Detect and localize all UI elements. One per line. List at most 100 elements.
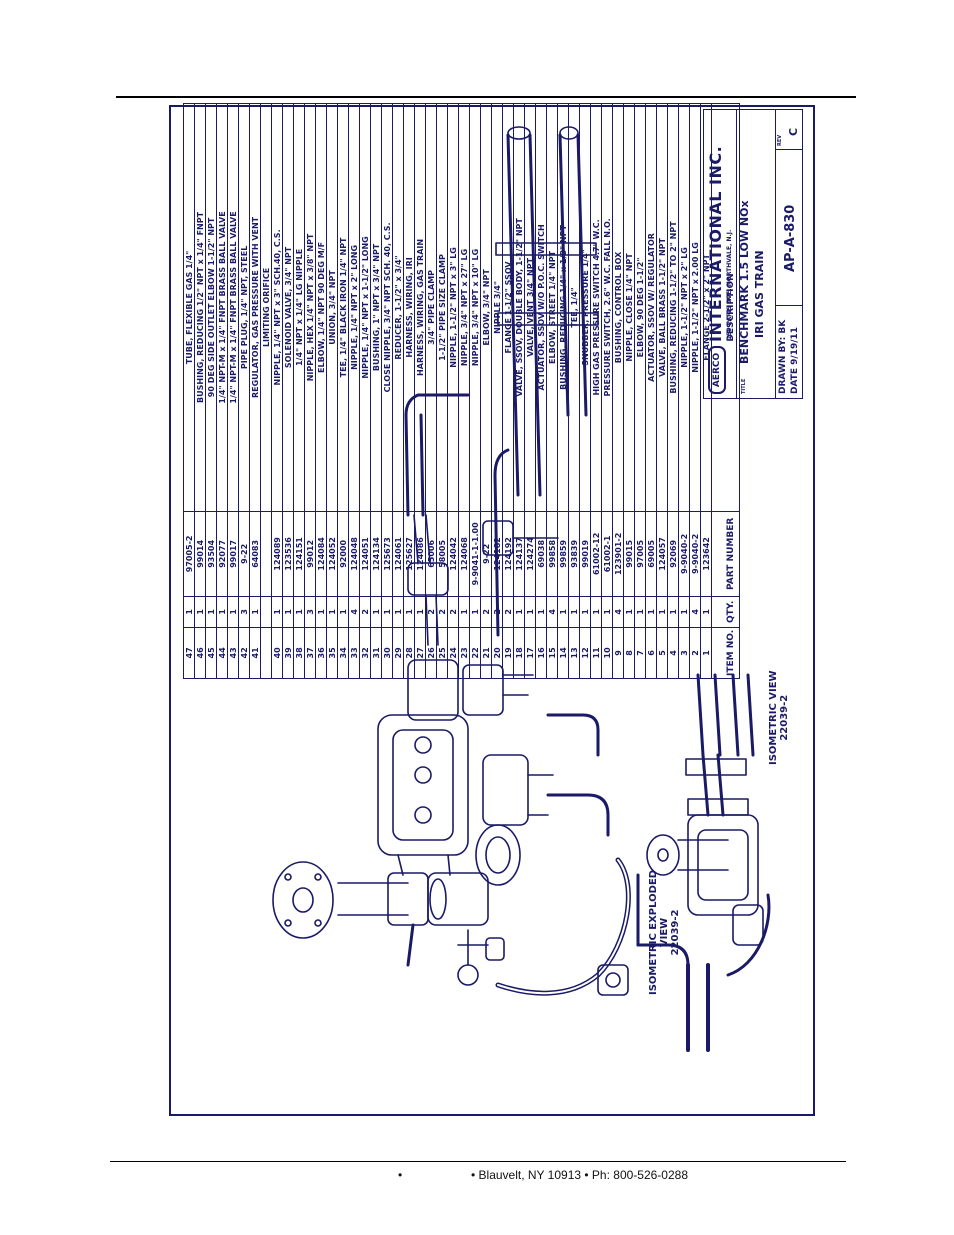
item-number-header: ITEM NO.	[711, 627, 740, 679]
description-cell: NIPPLE, 1-1/2" NPT x 2.00 LG	[689, 103, 701, 512]
isometric-view-label-line2: 22039-2	[779, 694, 790, 741]
item-number-cell: 39	[282, 627, 294, 679]
item-number-cell: 2	[689, 627, 701, 679]
part-number-cell: 97005	[634, 511, 646, 597]
quantity-cell: 4	[689, 596, 701, 628]
part-number-cell: 124151	[293, 511, 305, 597]
description-cell: SOLENOID VALVE, 3/4" NPT	[282, 103, 294, 512]
item-number-cell: 34	[337, 627, 349, 679]
quantity-cell: 4	[546, 596, 558, 628]
description-cell: HIGH GAS PRESSURE SWITCH 4.7" W.C.	[590, 103, 602, 512]
description-cell: ELBOW, STREET 1/4" NPT	[546, 103, 558, 512]
item-number-cell: 26	[425, 627, 437, 679]
description-cell: 90 DEG SIDE OUTLET ELBOW 1-1/2" NPT	[205, 103, 217, 512]
quantity-cell: 1	[216, 596, 228, 628]
flange-part	[272, 861, 334, 939]
quantity-cell: 1	[194, 596, 206, 628]
item-number-cell: 45	[205, 627, 217, 679]
description-cell: NIPPLE, CLOSE 1/4" NPT	[623, 103, 635, 512]
part-number-cell: 124134	[370, 511, 382, 597]
part-number-cell: 124051	[359, 511, 371, 597]
description-cell: NIPPLE 3/4"	[491, 103, 503, 512]
footer-rule	[110, 1161, 846, 1162]
item-number-cell: 44	[216, 627, 228, 679]
title-label: TITLE	[741, 378, 747, 394]
quantity-cell	[260, 596, 272, 628]
part-number-cell: 99019	[579, 511, 591, 597]
title-block-divider	[775, 110, 776, 398]
revision-value: C	[787, 127, 800, 136]
isometric-view-label: ISOMETRIC VIEW 22039-2	[768, 670, 790, 765]
quantity-cell: 1	[700, 596, 712, 628]
part-number-cell: 124057	[656, 511, 668, 597]
item-number-cell: 12	[579, 627, 591, 679]
part-number-cell: 125673	[381, 511, 393, 597]
item-number-cell: 5	[656, 627, 668, 679]
item-number-cell: 24	[447, 627, 459, 679]
part-number-cell: 69038	[535, 511, 547, 597]
header-rule	[116, 96, 856, 98]
item-number-cell: 22	[469, 627, 481, 679]
item-number-cell: 15	[546, 627, 558, 679]
part-number-cell: 124086	[414, 511, 426, 597]
description-cell: ELBOW, 1/4" NPT 90 DEG M/F	[315, 103, 327, 512]
part-number-cell: 124274	[524, 511, 536, 597]
description-cell: FLANGE 1-1/2" SSOV	[502, 103, 514, 512]
description-cell: UNION, 3/4" NPT	[326, 103, 338, 512]
item-number-cell: 37	[304, 627, 316, 679]
item-number-cell: 18	[513, 627, 525, 679]
item-number-cell: 6	[645, 627, 657, 679]
part-number-cell: 124052	[326, 511, 338, 597]
quantity-cell: 2	[480, 596, 492, 628]
description-cell: VALVE, SSOV, DOUBLE BODY, 1-1/2" NPT	[513, 103, 525, 512]
part-number-cell: 9-22	[480, 511, 492, 597]
quantity-cell: 1	[623, 596, 635, 628]
quantity-cell: 1	[458, 596, 470, 628]
part-number-cell: 123901-2	[612, 511, 624, 597]
part-number-cell: 99859	[557, 511, 569, 597]
item-number-cell: 46	[194, 627, 206, 679]
quantity-cell: 2	[436, 596, 448, 628]
item-number-cell: 7	[634, 627, 646, 679]
part-number-cell: 99012	[304, 511, 316, 597]
drawing-title-line2: IRI GAS TRAIN	[753, 250, 766, 338]
gas-train-drawing	[272, 126, 771, 1052]
description-cell: NIPPLE, 1/4" NPT x 3" SCH.40, C.S.	[271, 103, 283, 512]
part-number-cell: 93839	[568, 511, 580, 597]
part-number-cell: 123642	[700, 511, 712, 597]
quantity-cell: 1	[392, 596, 404, 628]
item-number-cell: 1	[700, 627, 712, 679]
quantity-cell: 1	[326, 596, 338, 628]
quantity-cell: 2	[425, 596, 437, 628]
item-number-cell: 42	[238, 627, 250, 679]
description-cell: TUBE, FLEXIBLE GAS 1/4"	[183, 103, 195, 512]
part-number-cell: 92077	[216, 511, 228, 597]
footer-bullet: •	[398, 1168, 403, 1182]
item-number-cell: 32	[359, 627, 371, 679]
description-cell: REDUCER, 1-1/2" x 3/4"	[392, 103, 404, 512]
part-number-cell: 125627	[403, 511, 415, 597]
part-number-cell: 92000	[337, 511, 349, 597]
quantity-cell: 1	[656, 596, 668, 628]
description-cell: VALVE, BALL BRASS 1-1/2" NPT	[656, 103, 668, 512]
quantity-cell: 3	[238, 596, 250, 628]
item-number-cell: 47	[183, 627, 195, 679]
